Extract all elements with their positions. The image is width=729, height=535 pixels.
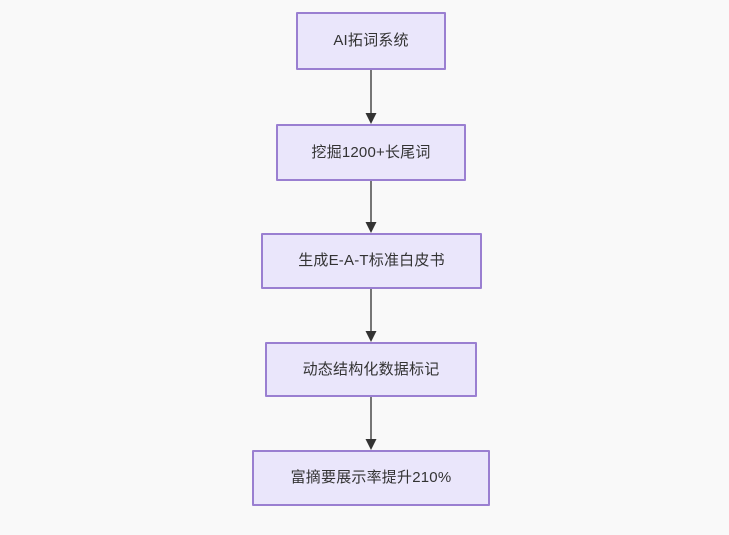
flow-node-label: 挖掘1200+长尾词 [311, 143, 431, 161]
edge-n1-to-n2 [363, 70, 379, 124]
flow-node-label: 动态结构化数据标记 [302, 360, 440, 378]
flow-node-ai-keyword-system[interactable]: AI拓词系统 [296, 12, 446, 70]
flow-node-label: 富摘要展示率提升210% [290, 469, 452, 486]
flow-node-mine-longtail-keywords[interactable]: 挖掘1200+长尾词 [276, 124, 466, 181]
flow-node-label: 生成E-A-T标准白皮书 [298, 252, 445, 269]
edge-n4-to-n5 [363, 397, 379, 450]
flow-node-rich-snippet-impression-uplift[interactable]: 富摘要展示率提升210% [252, 450, 490, 506]
flow-node-dynamic-structured-data-markup[interactable]: 动态结构化数据标记 [265, 342, 477, 397]
edge-n3-to-n4 [363, 289, 379, 342]
flow-node-generate-eat-whitepaper[interactable]: 生成E-A-T标准白皮书 [261, 233, 482, 289]
edge-n2-to-n3 [363, 181, 379, 233]
flow-node-label: AI拓词系统 [333, 32, 409, 49]
